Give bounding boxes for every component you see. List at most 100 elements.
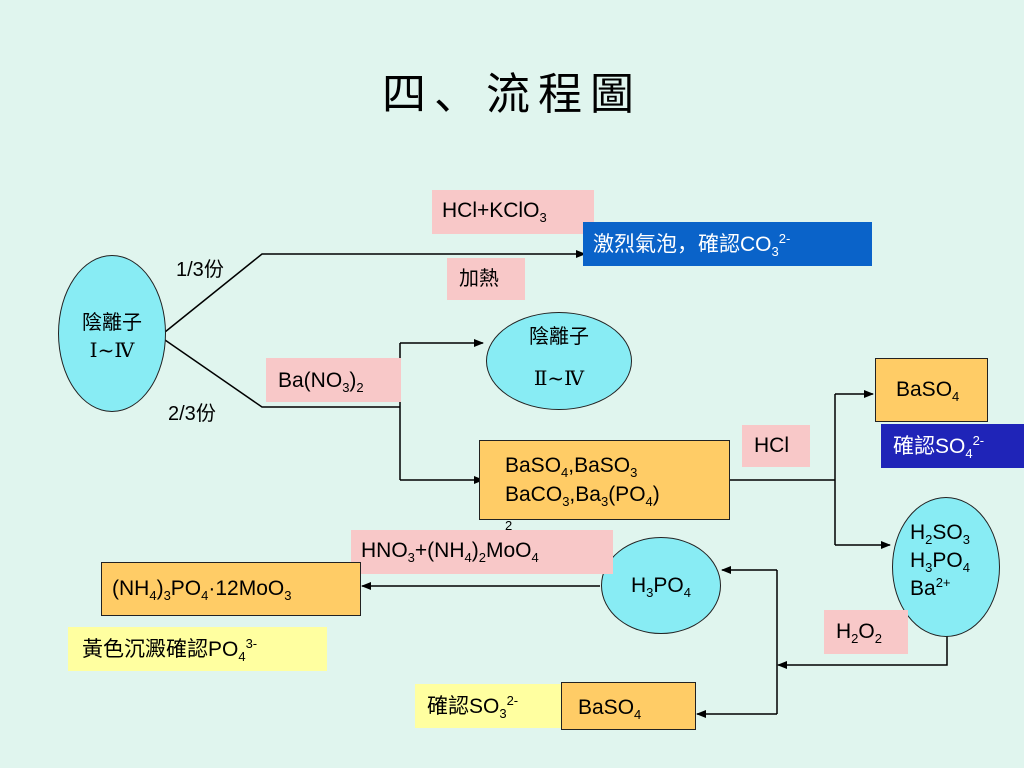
formula-segment: HCl+KClO — [442, 199, 540, 222]
formula-segment: BaSO — [505, 454, 562, 477]
formula-segment: (PO — [608, 483, 646, 506]
baso4-top-box: BaSO4 — [875, 358, 988, 422]
formula-segment: 4 — [962, 560, 970, 576]
formula-segment: 3 — [163, 588, 171, 604]
formula-segment: 4 — [201, 588, 209, 604]
formula-segment: H — [836, 620, 852, 643]
formula-segment: 3 — [539, 210, 547, 226]
formula-segment: 4 — [683, 585, 691, 601]
hcl-kclo3-reagent: HCl+KClO3 — [432, 190, 594, 234]
solution-node — [892, 497, 1000, 637]
ba-no3-2-reagent: Ba(NO3)2 — [266, 358, 401, 402]
formula-segment: ) — [156, 577, 164, 600]
formula-segment: 4 — [464, 550, 472, 566]
formula-segment: 4 — [149, 588, 157, 604]
formula-segment: HNO — [361, 539, 408, 562]
confirm-co3-result: 激烈氣泡，確認CO32- — [583, 222, 872, 266]
formula-segment: 1/3 — [176, 259, 204, 281]
formula-segment: SO — [932, 521, 963, 544]
anion-all-label: 陰離子 Ⅰ~Ⅳ — [58, 308, 166, 364]
formula-segment: PO — [653, 574, 684, 597]
formula-segment: 激烈氣泡，確認 — [593, 232, 740, 256]
formula-segment: H — [910, 549, 926, 572]
formula-segment: Ba — [910, 577, 936, 600]
formula-segment: ) — [652, 483, 660, 506]
formula-segment: 3 — [962, 532, 970, 548]
formula-segment: ) — [349, 369, 357, 392]
formula-segment: 4 — [531, 550, 539, 566]
formula-segment: 2- — [506, 693, 519, 708]
formula-segment: O — [858, 620, 875, 643]
precipitate-overflow-subscript: 2 — [505, 518, 513, 533]
solution-line2: H3PO4 — [910, 547, 970, 575]
formula-segment: 2- — [778, 231, 791, 246]
formula-segment: BaSO — [578, 696, 635, 719]
formula-segment: (NH — [112, 577, 150, 600]
formula-segment: 3 — [342, 380, 350, 396]
formula-segment: ,Ba — [569, 483, 601, 506]
formula-segment: 2 — [925, 532, 933, 548]
formula-segment: MoO — [485, 539, 532, 562]
formula-segment: BaSO — [896, 378, 953, 401]
formula-segment: 份 — [203, 257, 224, 281]
precipitate-line1: BaSO4,BaSO3 — [505, 451, 729, 480]
formula-segment: 2 — [478, 550, 486, 566]
h2o2-reagent: H2O2 — [824, 610, 908, 654]
formula-segment: 2- — [972, 433, 985, 448]
confirm-so4-result: 確認SO42- — [881, 424, 1024, 468]
formula-segment: 4 — [645, 494, 653, 510]
formula-segment: 2 — [851, 631, 859, 647]
anion-2-4-node — [486, 312, 632, 410]
formula-segment: H — [631, 574, 647, 597]
precipitate-line2: BaCO3,Ba3(PO4) — [505, 480, 729, 509]
anion-2-4-label: 陰離子 Ⅱ~Ⅳ — [486, 322, 632, 392]
formula-segment: 3- — [245, 636, 258, 651]
formula-segment: PO — [170, 577, 202, 600]
formula-segment: 3 — [499, 706, 507, 722]
formula-segment: 3 — [925, 560, 933, 576]
formula-segment: 2/3 — [168, 403, 196, 425]
confirm-so3-result: 確認SO32- — [415, 684, 561, 728]
formula-segment: 3 — [771, 244, 779, 260]
hno3-molybdate-reagent: HNO3+(NH4)2MoO4 — [351, 530, 613, 574]
formula-segment: 3 — [284, 588, 292, 604]
anion-2-4-line2: Ⅱ~Ⅳ — [533, 366, 585, 390]
formula-segment: 確認 — [427, 694, 469, 718]
formula-segment: SO — [469, 695, 500, 718]
formula-segment: 黃色沉澱確認 — [82, 637, 208, 661]
fraction-1-3-label: 1/3份 — [176, 253, 224, 282]
heat-condition: 加熱 — [447, 258, 525, 300]
formula-segment: 4 — [238, 649, 246, 665]
h3po4-node — [601, 537, 721, 634]
formula-segment: 3 — [600, 494, 609, 510]
formula-segment: 4 — [952, 389, 960, 405]
precipitate-mix-box: BaSO4,BaSO3 BaCO3,Ba3(PO4) — [479, 440, 730, 520]
formula-segment: 2 — [874, 631, 882, 647]
formula-segment: ) — [471, 539, 479, 562]
formula-segment: 3 — [562, 494, 570, 510]
anion-2-4-line1: 陰離子 — [529, 324, 589, 348]
formula-segment: 4 — [634, 707, 642, 723]
solution-line1: H2SO3 — [910, 519, 970, 547]
formula-segment: BaCO — [505, 483, 563, 506]
branch-1-3-line — [164, 250, 586, 333]
formula-segment: CO — [740, 233, 772, 256]
formula-segment: SO — [935, 435, 966, 458]
hcl-reagent: HCl — [742, 425, 810, 467]
formula-segment: PO — [208, 638, 239, 661]
page-title: 四、流程圖 — [382, 69, 642, 120]
formula-segment: 2+ — [935, 575, 951, 590]
formula-segment: ,BaSO — [568, 454, 631, 477]
formula-segment: 4 — [561, 465, 569, 481]
confirm-po4-result: 黃色沉澱確認PO43- — [68, 627, 327, 671]
baso4-bottom-box: BaSO4 — [561, 682, 696, 730]
branch-2-3-line — [164, 339, 400, 408]
formula-segment: H — [910, 521, 926, 544]
formula-segment: 份 — [195, 401, 216, 425]
formula-segment: 確認 — [893, 434, 935, 458]
formula-segment: +(NH — [414, 539, 465, 562]
formula-segment: 4 — [965, 446, 973, 462]
h2o2-line — [777, 636, 948, 669]
formula-segment: PO — [932, 549, 963, 572]
fraction-2-3-label: 2/3份 — [168, 397, 216, 426]
